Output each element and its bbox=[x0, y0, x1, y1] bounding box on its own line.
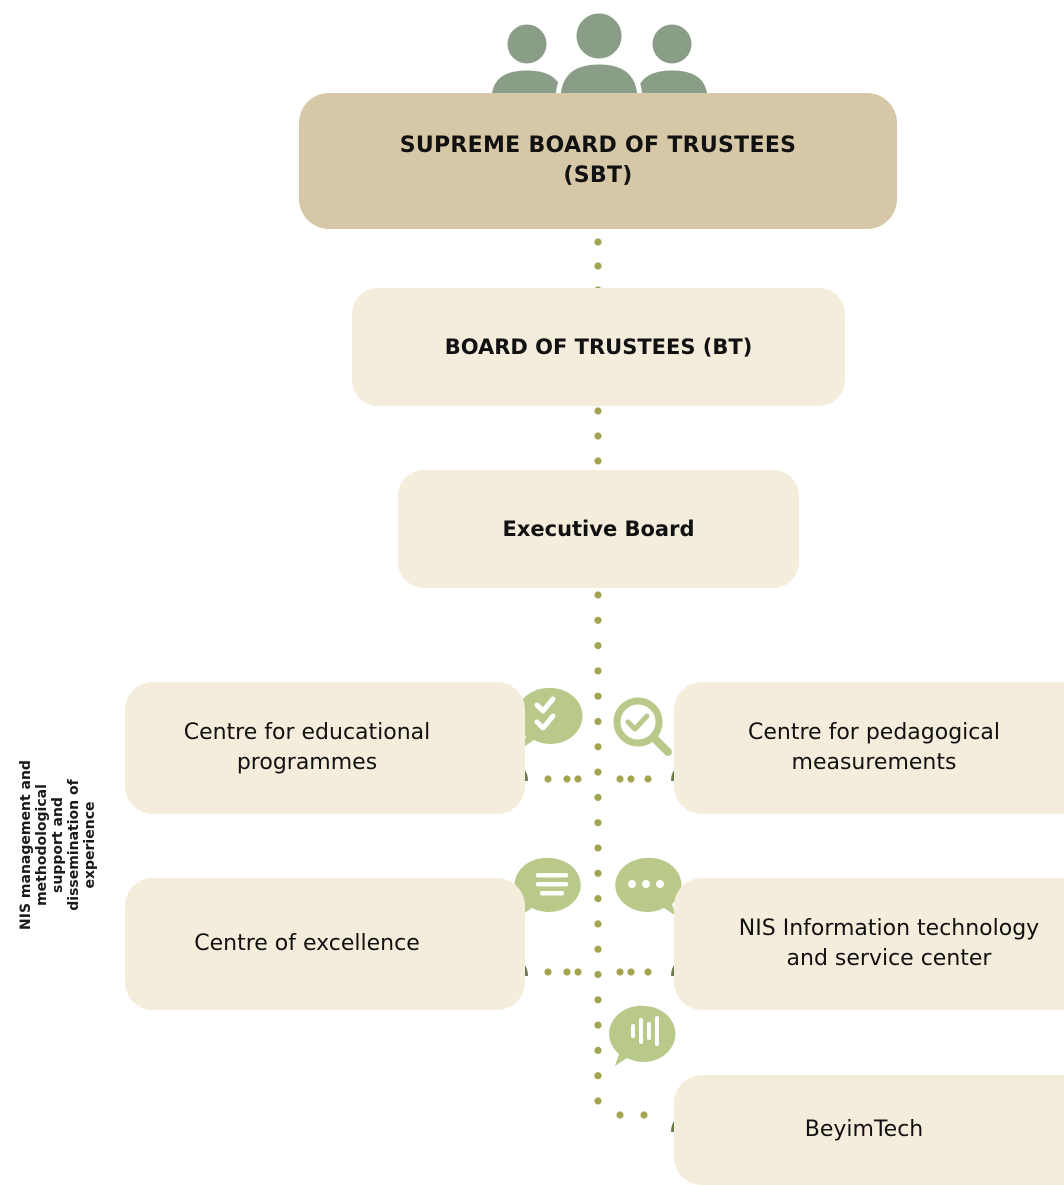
connector-dot bbox=[594, 616, 602, 624]
connector-dot bbox=[594, 768, 602, 776]
nis-it-service-center-box: NIS Information technology and service c… bbox=[674, 878, 1064, 1010]
connector-dot bbox=[594, 844, 602, 852]
centre-educational-programmes-box: Centre for educational programmes bbox=[125, 682, 525, 814]
connector-dot bbox=[594, 1046, 602, 1054]
connector-dot bbox=[594, 1072, 602, 1080]
centre-of-excellence-label: Centre of excellence bbox=[194, 931, 420, 956]
dotted-connectors bbox=[544, 238, 652, 1119]
nis-it-line1: NIS Information technology bbox=[738, 916, 1040, 941]
connector-dot bbox=[594, 717, 602, 726]
connector-dot bbox=[594, 457, 602, 465]
executive-board-box: Executive Board bbox=[398, 470, 799, 588]
centre-of-excellence-box: Centre of excellence bbox=[125, 878, 525, 1010]
supreme-board-of-trustees-box: SUPREME BOARD OF TRUSTEES (SBT) bbox=[299, 93, 897, 229]
connector-dot bbox=[594, 793, 602, 802]
centre-pedagogical-measurements-box: Centre for pedagogical measurements bbox=[674, 682, 1064, 814]
connector-dot bbox=[640, 1111, 648, 1119]
connector-dot bbox=[563, 968, 571, 976]
board-of-trustees-label: BOARD OF TRUSTEES (BT) bbox=[444, 335, 753, 359]
connector-dot bbox=[627, 968, 635, 976]
centre-pedagogical-measurements-line2: measurements bbox=[791, 750, 957, 775]
connector-dot bbox=[644, 775, 652, 783]
connector-dot bbox=[594, 869, 602, 877]
connector-dot bbox=[594, 591, 602, 599]
connector-dot bbox=[574, 968, 582, 976]
connector-dot bbox=[594, 920, 602, 928]
connector-dot bbox=[594, 238, 602, 246]
centre-educational-programmes-label: Centre for educational programmes bbox=[183, 720, 431, 775]
connector-dot bbox=[594, 743, 602, 751]
connector-dot bbox=[594, 432, 602, 440]
connector-dot bbox=[594, 970, 602, 979]
connector-dot bbox=[594, 996, 602, 1004]
centre-pedagogical-measurements-line1: Centre for pedagogical bbox=[748, 720, 1000, 745]
connector-dot bbox=[594, 819, 602, 827]
beyimtech-label: BeyimTech bbox=[804, 1117, 924, 1142]
people-group-icon bbox=[486, 8, 713, 103]
connector-dot bbox=[594, 407, 602, 415]
connector-dot bbox=[594, 692, 602, 700]
board-of-trustees-box: BOARD OF TRUSTEES (BT) bbox=[352, 288, 845, 406]
connector-dot bbox=[594, 642, 602, 650]
connector-dot bbox=[544, 968, 552, 976]
connector-dot bbox=[644, 968, 652, 976]
supreme-board-label: SUPREME BOARD OF TRUSTEES (SBT) bbox=[399, 133, 797, 188]
beyimtech-box: BeyimTech bbox=[674, 1075, 1064, 1185]
connector-dot bbox=[594, 895, 602, 903]
connector-dot bbox=[563, 775, 571, 783]
connector-dot bbox=[616, 1111, 624, 1119]
connector-dot bbox=[594, 667, 602, 675]
connector-dot bbox=[616, 968, 624, 976]
connector-dot bbox=[574, 775, 582, 783]
connector-dot bbox=[544, 775, 552, 783]
side-group-label: NIS management and methodological suppor… bbox=[18, 760, 98, 930]
connector-dot bbox=[594, 945, 602, 953]
connector-dot bbox=[594, 262, 602, 270]
connector-dot bbox=[627, 775, 635, 783]
executive-board-label: Executive Board bbox=[502, 517, 695, 541]
connector-dot bbox=[594, 1021, 602, 1029]
nis-it-line2: and service center bbox=[786, 946, 992, 971]
connector-dot bbox=[594, 1097, 602, 1105]
connector-dot bbox=[616, 775, 624, 783]
